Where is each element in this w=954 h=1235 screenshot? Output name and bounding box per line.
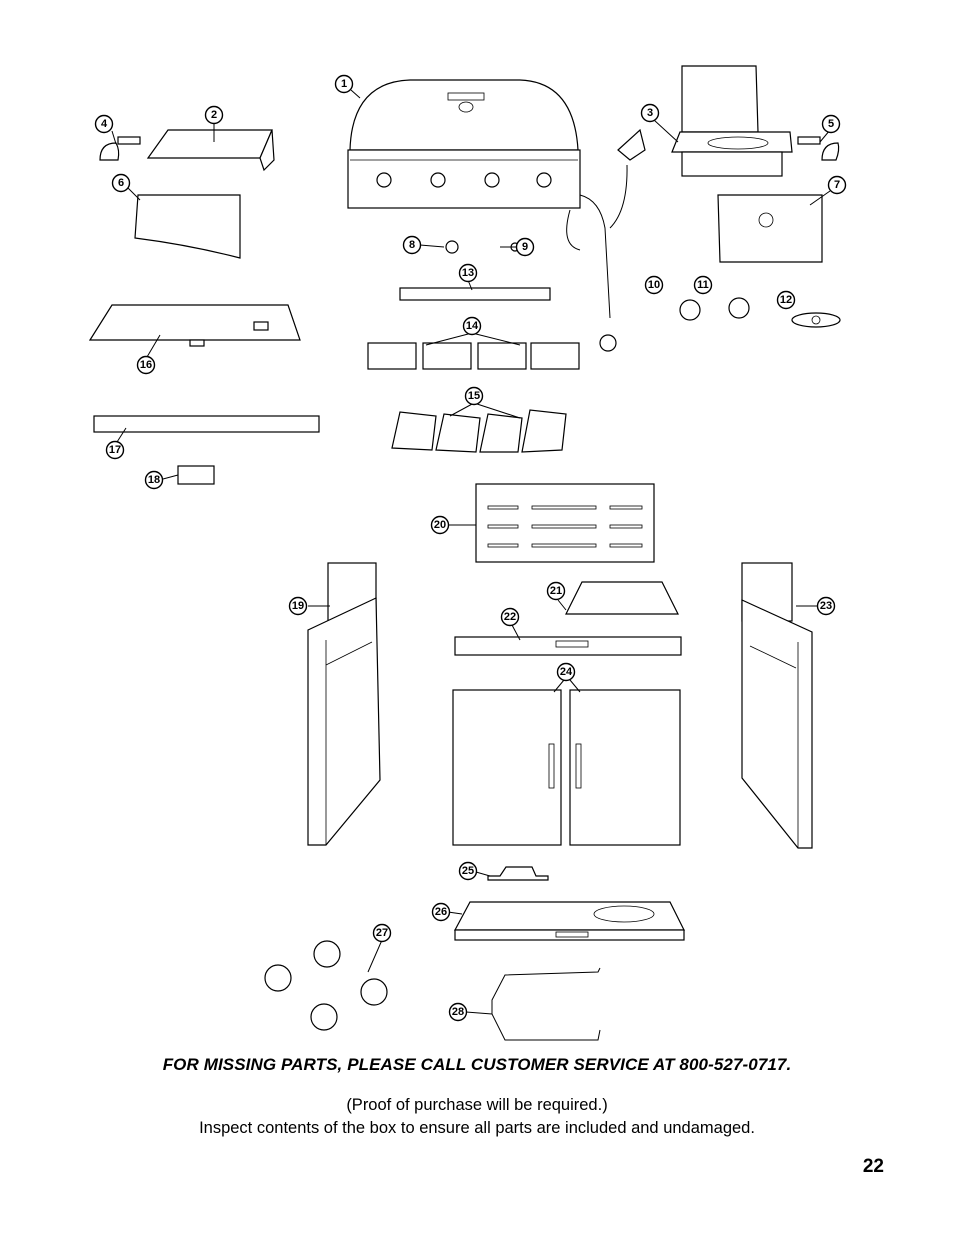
- svg-text:21: 21: [550, 585, 562, 597]
- part-grease-tray: [88, 304, 301, 347]
- svg-text:19: 19: [292, 600, 304, 612]
- callout-20: 20: [430, 515, 450, 535]
- svg-text:16: 16: [140, 359, 152, 371]
- svg-text:15: 15: [468, 390, 480, 402]
- part-cart-base: [453, 901, 685, 941]
- svg-text:23: 23: [820, 600, 832, 612]
- part-grill-head: [347, 79, 581, 209]
- part-control-panel-left: [134, 194, 241, 259]
- part-valve-clip-right: [797, 136, 840, 161]
- svg-text:7: 7: [834, 179, 840, 191]
- leader-lines: [111, 89, 831, 1015]
- callout-8: 8: [402, 235, 422, 255]
- callout-10: 10: [644, 275, 664, 295]
- part-control-panel-right: [717, 194, 823, 263]
- callout-19: 19: [288, 596, 308, 616]
- part-floor-panel: [565, 581, 679, 615]
- svg-text:27: 27: [376, 927, 388, 939]
- callout-27: 27: [372, 923, 392, 943]
- svg-text:6: 6: [118, 177, 124, 189]
- callout-24: 24: [556, 662, 576, 682]
- callout-21: 21: [546, 581, 566, 601]
- inspect-contents-note: Inspect contents of the box to ensure al…: [199, 1119, 755, 1137]
- callout-2: 2: [204, 105, 224, 125]
- svg-text:5: 5: [828, 118, 834, 130]
- callout-22: 22: [500, 607, 520, 627]
- callout-25: 25: [458, 861, 478, 881]
- svg-text:10: 10: [648, 279, 660, 291]
- part-side-burner: [671, 65, 793, 177]
- svg-text:11: 11: [697, 279, 709, 291]
- svg-text:13: 13: [462, 267, 474, 279]
- part-ignitor-button: [445, 240, 459, 254]
- callout-12: 12: [776, 290, 796, 310]
- callout-26: 26: [431, 902, 451, 922]
- svg-text:4: 4: [101, 118, 108, 130]
- svg-text:26: 26: [435, 906, 447, 918]
- part-warming-rack: [399, 287, 551, 301]
- part-door-hinge: [487, 866, 549, 881]
- callout-7: 7: [827, 175, 847, 195]
- part-cart-side-right: [741, 562, 813, 849]
- callout-14: 14: [462, 316, 482, 336]
- part-control-knob-bezel: [728, 297, 750, 319]
- proof-of-purchase-note: (Proof of purchase will be required.): [346, 1096, 608, 1114]
- part-cooking-grates: [367, 342, 580, 370]
- callout-11: 11: [693, 275, 713, 295]
- part-back-panel: [475, 483, 655, 563]
- svg-text:8: 8: [409, 239, 415, 251]
- callout-1: 1: [334, 74, 354, 94]
- part-burner-grate: [791, 312, 841, 328]
- callout-23: 23: [816, 596, 836, 616]
- svg-text:20: 20: [434, 519, 446, 531]
- callout-13: 13: [458, 263, 478, 283]
- callout-6: 6: [111, 173, 131, 193]
- svg-text:14: 14: [466, 320, 479, 332]
- part-heat-tents: [391, 409, 567, 453]
- callout-4: 4: [94, 114, 114, 134]
- callout-3: 3: [640, 103, 660, 123]
- svg-text:12: 12: [780, 294, 792, 306]
- svg-text:24: 24: [560, 666, 573, 678]
- svg-text:22: 22: [504, 611, 516, 623]
- callout-9: 9: [515, 237, 535, 257]
- part-control-knob: [679, 299, 701, 321]
- missing-parts-notice: FOR MISSING PARTS, PLEASE CALL CUSTOMER …: [162, 1055, 792, 1074]
- svg-text:28: 28: [452, 1006, 464, 1018]
- part-grease-cup: [177, 465, 215, 485]
- callout-17: 17: [105, 440, 125, 460]
- page-number: 22: [862, 1156, 884, 1177]
- callout-5: 5: [821, 114, 841, 134]
- parts-diagram: 1 2 3 4 5 6 7 8 9 10 11 12 13 14 15 16 1…: [88, 65, 847, 1041]
- part-side-shelf: [146, 129, 275, 172]
- part-casters: [264, 940, 388, 1031]
- svg-text:18: 18: [148, 474, 160, 486]
- part-heat-shield-rail: [93, 415, 320, 433]
- callout-18: 18: [144, 470, 164, 490]
- svg-text:1: 1: [341, 78, 347, 90]
- callout-16: 16: [136, 355, 156, 375]
- callout-28: 28: [448, 1002, 468, 1022]
- part-hose-regulator: [566, 128, 646, 352]
- svg-text:25: 25: [462, 865, 474, 877]
- svg-text:17: 17: [109, 444, 121, 456]
- part-cart-side-left: [307, 562, 381, 846]
- part-cart-doors: [452, 689, 681, 846]
- svg-text:9: 9: [522, 241, 528, 253]
- callout-15: 15: [464, 386, 484, 406]
- part-tank-hanger: [491, 967, 601, 1041]
- part-valve-clip-left: [99, 136, 141, 161]
- svg-text:3: 3: [647, 107, 653, 119]
- svg-text:2: 2: [211, 109, 217, 121]
- part-front-rail: [454, 636, 682, 656]
